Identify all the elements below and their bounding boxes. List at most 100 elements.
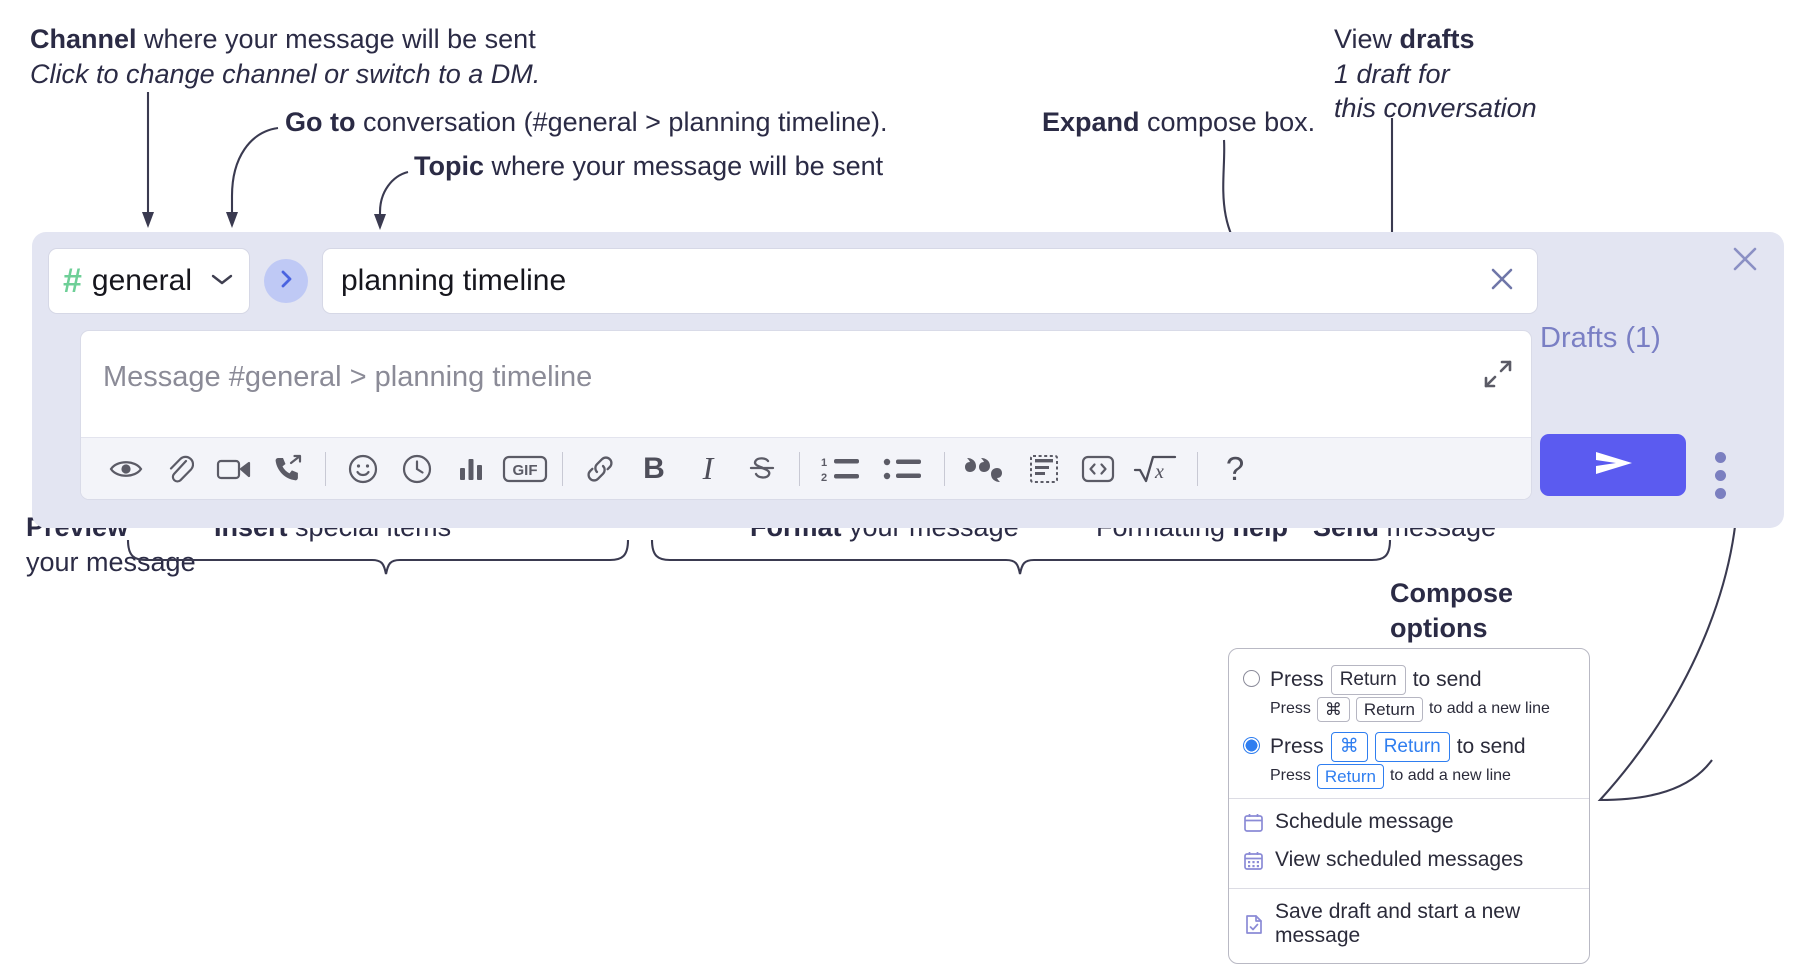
channel-selector[interactable]: # general bbox=[48, 248, 250, 314]
bulleted-list-button[interactable] bbox=[872, 446, 934, 492]
key-command: ⌘ bbox=[1330, 732, 1368, 762]
annotation-preview-rest: your message bbox=[26, 546, 196, 577]
calendar-icon bbox=[1243, 812, 1264, 833]
kebab-vertical-icon bbox=[1715, 470, 1726, 481]
gif-button[interactable]: GIF bbox=[498, 446, 552, 492]
emoji-button[interactable] bbox=[336, 446, 390, 492]
math-button[interactable]: x bbox=[1125, 446, 1187, 492]
menu-divider bbox=[1229, 888, 1589, 889]
menu-item-label: View scheduled messages bbox=[1275, 848, 1524, 871]
annotation-goto-rest: conversation (#general > planning timeli… bbox=[355, 107, 888, 137]
menu-item-schedule-message[interactable]: Schedule message bbox=[1229, 803, 1589, 841]
compose-options-menu: Press Return to send Press ⌘ Return to a… bbox=[1228, 648, 1590, 964]
expand-icon[interactable] bbox=[1483, 359, 1513, 394]
channel-name: general bbox=[91, 264, 192, 297]
toolbar-divider bbox=[799, 451, 800, 486]
topic-input[interactable]: planning timeline bbox=[322, 248, 1538, 314]
annotation-topic-bold: Topic bbox=[414, 151, 484, 181]
menu-item-save-draft[interactable]: Save draft and start a new message bbox=[1229, 893, 1589, 955]
huddle-button[interactable] bbox=[261, 446, 315, 492]
chevron-down-icon bbox=[209, 271, 235, 292]
key-return: Return bbox=[1374, 732, 1450, 762]
video-camera-button[interactable] bbox=[207, 446, 261, 492]
key-return: Return bbox=[1355, 696, 1423, 722]
option1-suffix: to send bbox=[1412, 667, 1482, 691]
annotation-expand-rest: compose box. bbox=[1139, 107, 1316, 137]
annotation-channel-italic: Click to change channel or switch to a D… bbox=[30, 58, 541, 89]
compose-header-row: # general planning timeline bbox=[48, 248, 1538, 314]
close-panel-button[interactable] bbox=[1726, 240, 1764, 283]
drafts-link[interactable]: Drafts (1) bbox=[1540, 322, 1661, 354]
menu-option-return-sub: Press ⌘ Return to add a new line bbox=[1270, 696, 1589, 722]
annotation-expand-bold: Expand bbox=[1042, 107, 1140, 137]
annotation-compose-options-bold-1: Compose bbox=[1390, 578, 1514, 608]
annotation-expand: Expand compose box. bbox=[1042, 105, 1315, 140]
clock-button[interactable] bbox=[390, 446, 444, 492]
annotation-topic-rest: where your message will be sent bbox=[484, 151, 884, 181]
send-paper-plane-icon bbox=[1588, 446, 1638, 485]
menu-option-cmd-return-sub: Press Return to add a new line bbox=[1270, 763, 1589, 789]
code-block-button[interactable] bbox=[1017, 446, 1071, 492]
annotation-channel-bold: Channel bbox=[30, 24, 137, 54]
compose-options-button[interactable] bbox=[1715, 452, 1726, 499]
radio-unselected-icon[interactable] bbox=[1243, 670, 1260, 687]
key-return: Return bbox=[1316, 763, 1384, 789]
annotation-drafts-lead: View bbox=[1334, 24, 1400, 54]
annotation-drafts-italic-2: this conversation bbox=[1334, 93, 1537, 124]
formatting-toolbar: GIF B I bbox=[81, 437, 1531, 499]
hash-icon: # bbox=[63, 262, 82, 300]
goto-conversation-button[interactable] bbox=[264, 259, 308, 303]
annotation-goto: Go to conversation (#general > planning … bbox=[285, 105, 888, 140]
strikethrough-button[interactable] bbox=[735, 446, 789, 492]
code-brackets-button[interactable] bbox=[1071, 446, 1125, 492]
menu-option-cmd-return-to-send[interactable]: Press ⌘ Return to send bbox=[1229, 726, 1589, 762]
key-return: Return bbox=[1330, 665, 1406, 695]
toolbar-divider bbox=[1197, 451, 1198, 486]
annotation-compose-options-bold-2: options bbox=[1390, 612, 1488, 643]
annotation-channel: Channel where your message will be sent … bbox=[30, 22, 540, 91]
chevron-right-icon bbox=[276, 268, 296, 295]
option1-sub-suffix: to add a new line bbox=[1428, 700, 1550, 718]
menu-item-label: Schedule message bbox=[1275, 810, 1454, 833]
ordered-list-button[interactable]: 1 2 bbox=[810, 446, 872, 492]
preview-button[interactable] bbox=[99, 446, 153, 492]
option1-prefix: Press bbox=[1270, 667, 1324, 691]
italic-icon: I bbox=[702, 450, 714, 486]
menu-item-view-scheduled-messages[interactable]: View scheduled messages bbox=[1229, 841, 1589, 879]
key-command: ⌘ bbox=[1316, 696, 1350, 722]
annotation-drafts-bold: drafts bbox=[1399, 24, 1475, 54]
link-button[interactable] bbox=[573, 446, 627, 492]
annotation-topic: Topic where your message will be sent bbox=[414, 149, 883, 184]
compose-panel: # general planning timeline Message #gen… bbox=[32, 232, 1784, 528]
kebab-vertical-icon bbox=[1715, 452, 1726, 463]
menu-divider bbox=[1229, 798, 1589, 799]
option2-sub-suffix: to add a new line bbox=[1389, 767, 1511, 785]
formatting-help-button[interactable]: ? bbox=[1208, 446, 1262, 492]
svg-text:2: 2 bbox=[821, 472, 827, 484]
italic-button[interactable]: I bbox=[681, 446, 735, 492]
close-icon[interactable] bbox=[1485, 262, 1519, 301]
question-mark-icon: ? bbox=[1225, 449, 1245, 487]
send-button[interactable] bbox=[1540, 434, 1686, 496]
option2-suffix: to send bbox=[1456, 734, 1526, 758]
menu-option-return-to-send[interactable]: Press Return to send bbox=[1229, 659, 1589, 695]
toolbar-divider bbox=[562, 451, 563, 486]
topic-value: planning timeline bbox=[341, 264, 567, 297]
poll-button[interactable] bbox=[444, 446, 498, 492]
bold-button[interactable]: B bbox=[627, 446, 681, 492]
menu-item-label: Save draft and start a new message bbox=[1275, 900, 1521, 947]
annotation-goto-bold: Go to bbox=[285, 107, 356, 137]
kebab-vertical-icon bbox=[1715, 488, 1726, 499]
annotation-drafts: View drafts 1 draft for this conversatio… bbox=[1334, 22, 1537, 126]
annotation-channel-rest: where your message will be sent bbox=[136, 24, 536, 54]
blockquote-button[interactable] bbox=[955, 446, 1017, 492]
message-input-box[interactable]: Message #general > planning timeline bbox=[80, 330, 1532, 500]
attach-button[interactable] bbox=[153, 446, 207, 492]
annotation-drafts-italic-1: 1 draft for bbox=[1334, 58, 1450, 89]
message-placeholder: Message #general > planning timeline bbox=[103, 361, 593, 393]
annotated-diagram: Channel where your message will be sent … bbox=[26, 22, 1784, 964]
option1-sub-prefix: Press bbox=[1270, 700, 1311, 718]
svg-text:x: x bbox=[1154, 461, 1164, 483]
radio-selected-icon[interactable] bbox=[1243, 737, 1260, 754]
svg-text:1: 1 bbox=[821, 457, 827, 469]
